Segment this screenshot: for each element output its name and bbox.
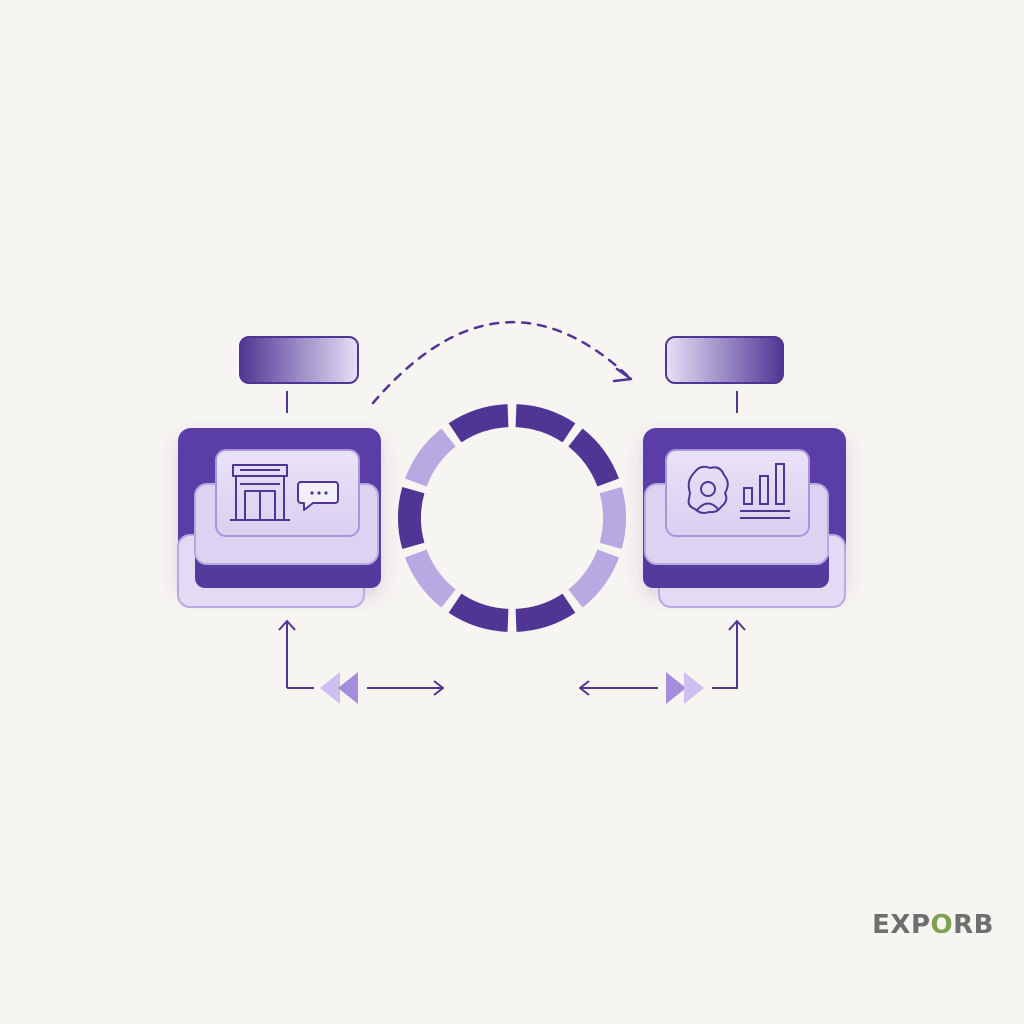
- left-node: [177, 336, 381, 608]
- right-label-tag: [665, 336, 784, 384]
- ring-segment-light: [599, 487, 627, 549]
- dashed-arrow-head-icon: [612, 367, 633, 383]
- left-bottom-connector: [278, 620, 444, 704]
- ring-segment-light: [405, 549, 456, 608]
- ring-segment-dark: [397, 487, 425, 549]
- cycle-ring: [397, 404, 627, 632]
- ring-segment-dark: [515, 404, 576, 443]
- fast-forward-icon-second: [684, 672, 704, 704]
- fast-forward-icon: [666, 672, 686, 704]
- user-avatar-icon: [687, 465, 729, 514]
- ring-segment-dark: [448, 593, 509, 632]
- right-elbow-line: [712, 622, 738, 689]
- left-up-arrow-head-icon: [278, 620, 296, 631]
- ring-segment-light: [568, 549, 619, 608]
- rewind-icon-second: [338, 672, 358, 704]
- rewind-icon: [320, 672, 340, 704]
- storefront-icon: [230, 464, 290, 521]
- chat-bubble-icon: [297, 481, 339, 511]
- left-label-tag: [239, 336, 359, 384]
- right-node: [643, 336, 846, 608]
- left-front-card: [215, 449, 360, 537]
- ring-segment-dark: [568, 428, 619, 487]
- exporb-watermark-logo: EXPORB: [872, 910, 994, 940]
- left-right-arrow-head-icon: [433, 680, 444, 696]
- right-bottom-connector: [579, 620, 746, 704]
- ring-segment-light: [405, 428, 456, 487]
- ring-segment-dark: [448, 404, 509, 443]
- right-up-arrow-head-icon: [728, 620, 746, 631]
- right-left-arrow-head-icon: [579, 680, 590, 696]
- right-front-card: [665, 449, 810, 537]
- bar-chart-icon: [740, 463, 790, 519]
- dashed-transfer-arrow: [371, 321, 632, 405]
- ring-segment-dark: [515, 593, 576, 632]
